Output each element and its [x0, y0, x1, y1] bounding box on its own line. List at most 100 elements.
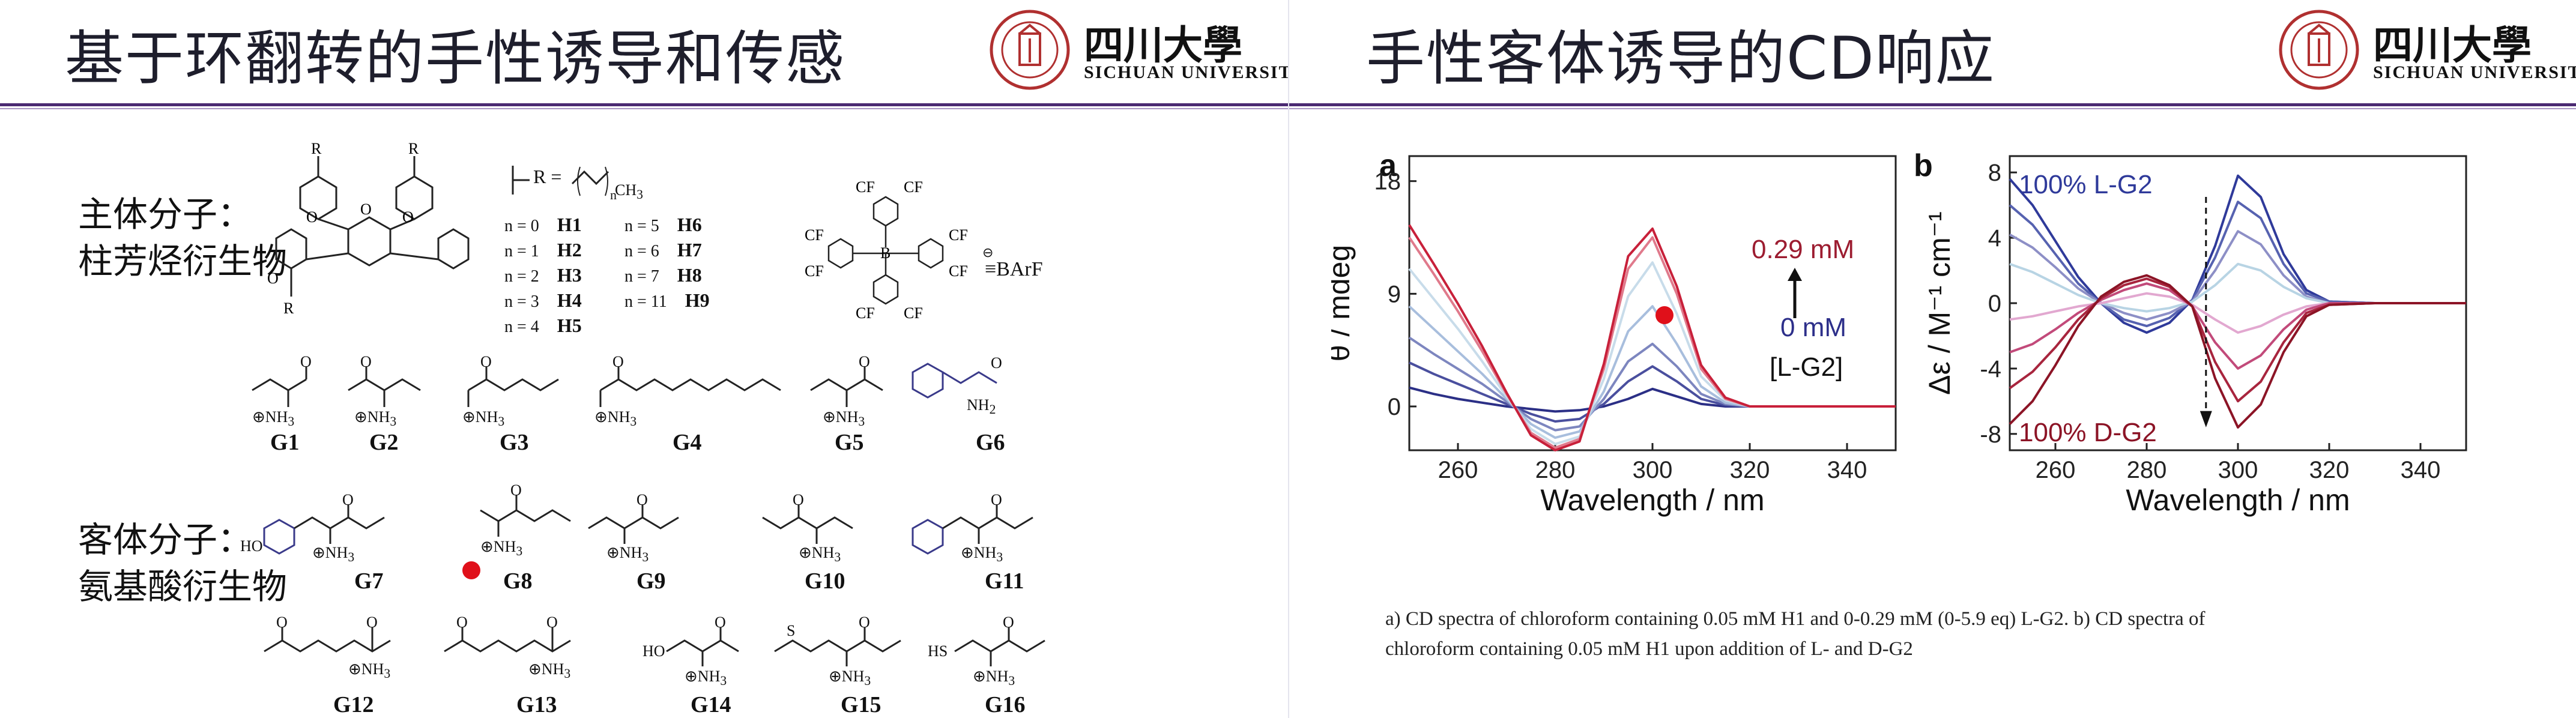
barf-charge: ⊖ — [982, 245, 994, 260]
x-tick-label: 280 — [2127, 457, 2167, 483]
host-r-label: R — [311, 140, 322, 157]
y-tick-label: 4 — [1988, 225, 2001, 252]
g7-hydroxyl: HO — [240, 537, 263, 555]
x-axis-label: Wavelength / nm — [1540, 483, 1764, 517]
g10-amine: ⊕NH3 — [799, 544, 841, 565]
barf-label: ≡BArF — [985, 258, 1043, 280]
caption-line-1: a) CD spectra of chloroform containing 0… — [1385, 608, 2206, 630]
guest-label-g15: G15 — [841, 692, 881, 717]
g16-thiol: HS — [928, 642, 948, 660]
guest-label-g4: G4 — [673, 430, 702, 455]
g5-amine: ⊕NH3 — [823, 408, 865, 429]
y-tick-label: 8 — [1988, 160, 2001, 186]
x-tick-label: 320 — [2309, 457, 2350, 483]
x-tick-label: 280 — [1535, 457, 1576, 483]
increase-arrow-head — [1788, 268, 1802, 281]
series-line-7 — [1408, 224, 1896, 451]
guest-label-g5: G5 — [835, 430, 864, 455]
g9-amine: ⊕NH3 — [606, 544, 649, 565]
r-definition-subscript: n — [610, 187, 617, 202]
r-definition-label: R = — [533, 166, 562, 187]
series-line-2 — [2009, 201, 2466, 328]
g12-amine: ⊕NH3 — [348, 660, 391, 681]
svg-text:O: O — [402, 208, 414, 226]
y-tick-label: 18 — [1374, 169, 1401, 195]
guest-label-g13: G13 — [516, 692, 557, 717]
guest-label-g14: G14 — [691, 692, 731, 717]
series-line-7 — [2009, 277, 2466, 403]
university-seal-icon — [990, 10, 1070, 90]
x-tick-label: 260 — [1438, 457, 1478, 483]
svg-text:CF: CF — [856, 180, 875, 196]
host-label: 主体分子： 柱芳烃衍生物 — [78, 194, 288, 282]
svg-text:O: O — [306, 208, 318, 226]
university-name-cn: 四川大學 — [2373, 22, 2532, 68]
panel-a-letter: a — [1379, 148, 1397, 183]
university-name-en: SICHUAN UNIVERSITY — [2373, 62, 2576, 82]
r-definition-bond — [512, 166, 609, 196]
svg-text:CF: CF — [805, 262, 824, 280]
annotation-l-guest: 100% L-G2 — [2019, 170, 2153, 199]
series-line-6 — [1408, 236, 1896, 449]
svg-text:CF: CF — [856, 304, 875, 322]
svg-text:CF: CF — [949, 262, 968, 280]
g14-hydroxyl: HO — [642, 642, 665, 660]
y-tick-label: 0 — [1988, 291, 2001, 317]
g6-amine: NH2 — [967, 396, 996, 417]
g3-amine: ⊕NH3 — [462, 408, 505, 429]
x-tick-label: 260 — [2036, 457, 2076, 483]
g16-amine: ⊕NH3 — [973, 668, 1015, 689]
g14-amine: ⊕NH3 — [685, 668, 727, 689]
y-axis-label: Δε / M⁻¹ cm⁻¹ — [1923, 211, 1956, 395]
guest-label-g16: G16 — [985, 692, 1026, 717]
right-slide: 手性客体诱导的CD响应 四川大學 SICHUAN UNIVERSITY a 26… — [1288, 0, 2576, 718]
university-logo: 四川大學 SICHUAN UNIVERSITY — [985, 5, 1288, 98]
guest-label-g7: G7 — [354, 569, 384, 594]
right-slide-title: 手性客体诱导的CD响应 — [1366, 25, 1995, 93]
svg-text:CF: CF — [805, 226, 824, 244]
left-slide: 基于环翻转的手性诱导和传感 四川大學 SICHUAN UNIVERSITY 主体… — [0, 5, 1288, 717]
y-tick-label: -4 — [1980, 356, 2001, 382]
guest-label-g11: G11 — [985, 569, 1024, 594]
series-line-8 — [2009, 274, 2466, 429]
annotation-zero-conc: 0 mM — [1780, 313, 1846, 342]
svg-text:R: R — [408, 140, 419, 157]
guest-label-g10: G10 — [805, 569, 845, 594]
figure-caption: a) CD spectra of chloroform containing 0… — [1385, 604, 2526, 664]
x-tick-label: 320 — [1730, 457, 1770, 483]
svg-text:CF: CF — [904, 180, 923, 196]
university-seal-icon — [2279, 10, 2359, 90]
pointer-dot — [1655, 306, 1673, 324]
guest-label-g1: G1 — [270, 430, 300, 455]
r-definition-tail: CH3 — [615, 181, 643, 202]
svg-text:CF: CF — [904, 304, 923, 322]
series-line-1 — [1409, 386, 1896, 413]
guest-label-g8: G8 — [503, 569, 533, 594]
guest-label-g12: G12 — [333, 692, 374, 717]
pointer-dot — [462, 561, 480, 579]
g11-amine: ⊕NH3 — [961, 544, 1003, 565]
annotation-d-guest: 100% D-G2 — [2019, 418, 2157, 447]
title-rule-thin — [1289, 108, 2576, 109]
y-tick-label: 9 — [1388, 281, 1401, 307]
annotation-guest: [L-G2] — [1770, 352, 1843, 382]
y-tick-label: 0 — [1388, 394, 1401, 420]
g15-amine: ⊕NH3 — [829, 668, 871, 689]
x-tick-label: 340 — [1827, 457, 1867, 483]
title-rule-thin — [0, 108, 1288, 109]
pillararene-structure: R R R O O O O — [267, 140, 470, 317]
x-tick-label: 340 — [2401, 457, 2441, 483]
annotation-high-conc: 0.29 mM — [1752, 235, 1854, 264]
series-line-6 — [2009, 282, 2466, 370]
g8-amine: ⊕NH3 — [480, 538, 523, 559]
x-tick-label: 300 — [2218, 457, 2258, 483]
x-axis-label: Wavelength / nm — [2126, 483, 2350, 517]
g4-amine: ⊕NH3 — [594, 408, 637, 429]
svg-text:CF: CF — [949, 226, 968, 244]
svg-text:R: R — [283, 300, 294, 317]
university-name-en: SICHUAN UNIVERSITY — [1084, 62, 1288, 82]
guide-arrow-head — [2200, 411, 2212, 427]
y-tick-label: -8 — [1980, 421, 2001, 448]
g15-sulfur: S — [787, 622, 796, 639]
